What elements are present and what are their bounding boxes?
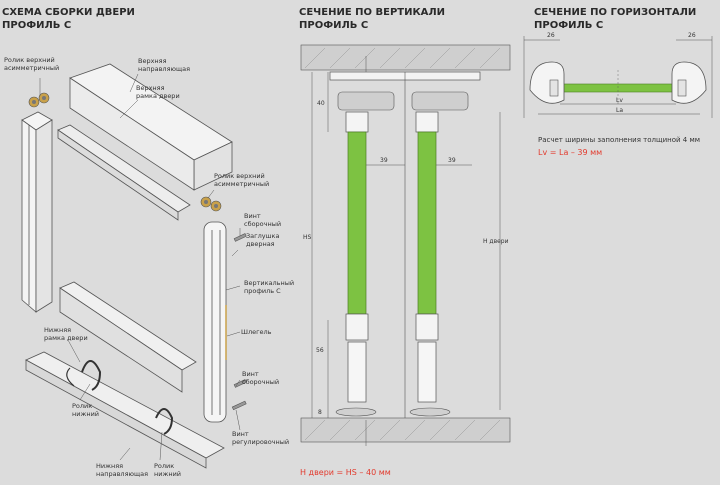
label-line: Заглушка — [246, 232, 280, 240]
label-line: регулировочный — [232, 438, 290, 446]
label-screw-assembly-2: Винт сборочный — [242, 370, 279, 386]
horizontal-title-line1: СЕЧЕНИЕ ПО ГОРИЗОНТАЛИ — [534, 7, 697, 18]
dim-26-right: 26 — [688, 32, 696, 39]
screw-assembly-part — [231, 233, 247, 411]
vertical-formula: H двери = HS – 40 мм — [300, 468, 391, 477]
label-line: Ролик — [154, 462, 175, 470]
roller-top-right-part — [200, 196, 222, 212]
vertical-section — [300, 44, 511, 446]
label-line: дверная — [246, 240, 275, 248]
label-line: профиль С — [244, 287, 281, 295]
vertical-title-line1: СЕЧЕНИЕ ПО ВЕРТИКАЛИ — [299, 7, 446, 18]
label-line: Ролик верхний — [214, 172, 265, 180]
dim-26-left: 26 — [547, 32, 555, 39]
dim-39-left: 39 — [380, 157, 388, 164]
label-line: нижний — [72, 410, 100, 418]
dim-40: 40 — [317, 100, 325, 107]
label-screw-assembly: Винт сборочный — [244, 212, 281, 228]
label-line: сборочный — [242, 378, 280, 386]
dim-lv: Lv — [616, 97, 623, 104]
right-vertical-profile — [203, 221, 227, 423]
label-line: Нижняя — [96, 462, 124, 470]
label-line: рамка двери — [44, 334, 88, 342]
label-line: Нижняя — [44, 326, 72, 334]
label-line: Ролик — [72, 402, 93, 410]
label-line: сборочный — [244, 220, 282, 228]
dim-hs: HS — [303, 234, 312, 241]
label-bottom-guide: Нижняя направляющая — [96, 462, 148, 478]
label-line: Ролик верхний — [4, 56, 55, 64]
bottom-guide-part — [25, 351, 225, 469]
assembly-title-line2: ПРОФИЛЬ С — [2, 20, 72, 31]
label-line: нижний — [154, 470, 182, 478]
label-shlegel: Шлегель — [241, 328, 272, 336]
top-guide-part — [69, 63, 233, 191]
label-line: рамка двери — [136, 92, 180, 100]
dim-8: 8 — [318, 409, 322, 416]
dim-39-right: 39 — [448, 157, 456, 164]
label-line: Винт — [232, 430, 249, 438]
top-frame-part — [57, 124, 191, 221]
horizontal-formula: Lv = La – 39 мм — [538, 148, 603, 157]
horizontal-note: Расчет ширины заполнения толщиной 4 мм — [538, 136, 701, 144]
label-line: Винт — [244, 212, 261, 220]
label-line: Вертикальный — [244, 279, 295, 287]
label-line: Шлегель — [241, 328, 272, 336]
label-line: Верхняя — [138, 57, 167, 65]
vertical-section-title: СЕЧЕНИЕ ПО ВЕРТИКАЛИ ПРОФИЛЬ С — [299, 6, 445, 32]
vertical-title-line2: ПРОФИЛЬ С — [299, 20, 369, 31]
label-line: Винт — [242, 370, 259, 378]
label-roller-bottom-2: Ролик нижний — [154, 462, 181, 478]
assembly-leader-lines — [39, 73, 241, 461]
dim-hdoor: H двери — [483, 238, 509, 245]
roller-bottom-part — [66, 360, 174, 435]
label-top-frame: Верхняя рамка двери — [136, 84, 180, 100]
horizontal-section-title: СЕЧЕНИЕ ПО ГОРИЗОНТАЛИ ПРОФИЛЬ С — [534, 6, 696, 32]
left-vertical-profile — [21, 111, 53, 313]
label-line: Верхняя — [136, 84, 165, 92]
bottom-frame-part — [59, 281, 197, 393]
label-line: направляющая — [96, 470, 148, 478]
roller-top-left-part — [28, 92, 50, 108]
label-door-plug: Заглушка дверная — [246, 232, 279, 248]
label-bottom-frame: Нижняя рамка двери — [44, 326, 88, 342]
dim-56: 56 — [316, 347, 324, 354]
label-roller-bottom: Ролик нижний — [72, 402, 99, 418]
label-screw-adjust: Винт регулировочный — [232, 430, 289, 446]
dim-la: La — [616, 107, 624, 114]
label-line: асимметричный — [214, 180, 270, 188]
label-line: направляющая — [138, 65, 190, 73]
horizontal-section — [523, 36, 713, 118]
label-line: асимметричный — [4, 64, 60, 72]
assembly-title: СХЕМА СБОРКИ ДВЕРИ ПРОФИЛЬ С — [2, 6, 135, 32]
label-vertical-profile: Вертикальный профиль С — [244, 279, 294, 295]
label-roller-top-right: Ролик верхний асимметричный — [214, 172, 269, 188]
assembly-title-line1: СХЕМА СБОРКИ ДВЕРИ — [2, 7, 135, 18]
label-roller-top-left: Ролик верхний асимметричный — [4, 56, 59, 72]
label-top-guide: Верхняя направляющая — [138, 57, 190, 73]
horizontal-title-line2: ПРОФИЛЬ С — [534, 20, 604, 31]
